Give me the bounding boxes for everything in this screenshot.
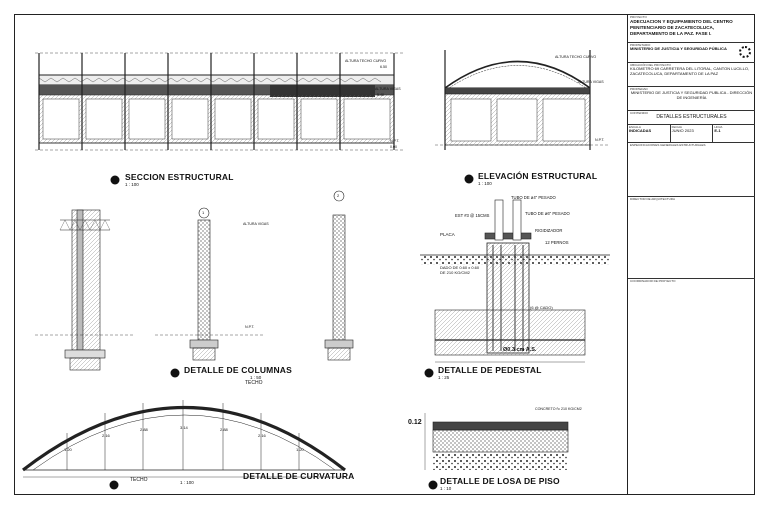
elev-techo-label: ALTURA TECHO CURVO	[555, 55, 597, 59]
detalle-curvatura-drawing	[22, 400, 346, 478]
elevacion-estructural-drawing	[435, 50, 610, 150]
column-c	[324, 190, 354, 361]
drawing-sheet: SECCION ESTRUCTURAL 1 : 100 ELEVACIÓN ES…	[14, 14, 755, 495]
tb-owner: PROPIETARIO MINISTERIO DE JUSTICIA Y SEG…	[628, 43, 755, 63]
losa-thickness: 0.12	[408, 419, 422, 426]
altura-vigas-label: ALTURA VIGAS	[375, 87, 401, 91]
elevacion-scale: 1 : 100	[478, 181, 492, 186]
pedestal-tubo6: TUBO DE ø6" PESADO	[525, 211, 570, 216]
npt-level: 0.00	[390, 145, 397, 149]
pedestal-est: EST #3 @ 15CMS	[455, 213, 490, 218]
pedestal-placa: PLACA	[440, 232, 455, 237]
seccion-estructural-drawing	[35, 52, 405, 151]
losa-scale: 1 : 10	[440, 486, 452, 491]
techo-curvo-label: ALTURA TECHO CURVO	[345, 59, 387, 63]
column-tag-2: 2	[337, 193, 340, 198]
curv-dim-6: 2.16	[258, 433, 266, 438]
curvatura-scale: 1 : 100	[180, 480, 194, 485]
tb-review: COORDINADOR DE PROYECTO	[630, 279, 676, 283]
tb-project-name: ADECUACION Y EQUIPAMIENTO DEL CENTRO PEN…	[630, 19, 733, 36]
npt-label: N.P.T.	[390, 139, 400, 143]
seccion-scale: 1 : 100	[125, 182, 139, 187]
pedestal-rigidizador: RIGIDIZADOR	[535, 228, 563, 233]
pedestal-pernos: 12 PERNOS	[545, 240, 569, 245]
logo-icon	[739, 46, 751, 58]
title-block: PROYECTO ADECUACION Y EQUIPAMIENTO DEL C…	[627, 15, 755, 494]
losa-note: CONCRETO f'c 210 KG/CM2	[535, 407, 582, 411]
columnas-title: DETALLE DE COLUMNAS	[184, 365, 292, 375]
tb-owner-name: MINISTERIO DE JUSTICIA Y SEGURIDAD PÚBLI…	[630, 46, 727, 52]
tb-location-text: KILOMETRO 69 CARRETERA DEL LITORAL, CANT…	[630, 66, 750, 77]
drawing-area: SECCION ESTRUCTURAL 1 : 100 ELEVACIÓN ES…	[15, 15, 623, 494]
tb-sheet: CONTENIDO DETALLES ESTRUCTURALES	[628, 111, 755, 125]
tb-project: PROYECTO ADECUACION Y EQUIPAMIENTO DEL C…	[628, 15, 755, 43]
columnas-scale: 1 : 50	[250, 375, 262, 380]
curv-dim-4: 3.14	[180, 425, 188, 430]
elevacion-title: ELEVACIÓN ESTRUCTURAL	[478, 171, 598, 181]
col-vigas-label: ALTURA VIGAS	[243, 222, 269, 226]
col-npt-label: N.P.T.	[245, 325, 255, 329]
column-b	[189, 207, 219, 361]
techo-curvo-level: 6.50	[380, 65, 387, 69]
col-techo-label: TECHO	[245, 380, 263, 386]
detalle-losa-drawing	[424, 413, 569, 470]
detalle-columnas-drawing	[35, 190, 354, 371]
structural-drawings	[22, 50, 610, 490]
curv-dim-2: 2.16	[102, 433, 110, 438]
elev-npt-label: N.P.T.	[595, 138, 605, 142]
curvatura-title: DETALLE DE CURVATURA	[243, 471, 355, 481]
tb-scale-cell: ESCALA INDICADAS	[628, 125, 671, 142]
tb-cells: ESCALA INDICADAS FECHA JUNIO 2023 HOJA E…	[628, 125, 755, 143]
curv-dim-1: 1.20	[64, 447, 72, 452]
seccion-title: SECCION ESTRUCTURAL	[125, 172, 234, 182]
column-tag-1: 1	[202, 210, 205, 215]
curv-dim-7: 1.20	[296, 447, 304, 452]
elev-vigas-label: ALTURA VIGAS	[578, 80, 604, 84]
losa-title: DETALLE DE LOSA DE PISO	[440, 476, 560, 486]
tb-sheet-cell: HOJA E-1	[714, 125, 723, 134]
pedestal-tubo4: TUBO DE ø4" PESADO	[511, 195, 556, 200]
tb-location: UBICACIÓN DEL PROYECTO KILOMETRO 69 CARR…	[628, 63, 755, 87]
tb-developer-text: MINISTERIO DE JUSTICIA Y SEGURIDAD PUBLI…	[630, 90, 753, 101]
curv-techo-label: TECHO	[130, 477, 148, 483]
curv-dim-3: 2.88	[140, 427, 148, 432]
column-a	[59, 209, 111, 371]
tb-sheet-text: DETALLES ESTRUCTURALES	[656, 114, 727, 121]
detalle-pedestal-drawing	[420, 199, 610, 363]
curv-dim-5: 2.88	[220, 427, 228, 432]
tb-developer: PROPIEDAD MINISTERIO DE JUSTICIA Y SEGUR…	[628, 87, 755, 111]
pedestal-dado: DADO DE 0.60 x 0.60 DE 210 KG/CM2	[440, 265, 480, 275]
pedestal-title: DETALLE DE PEDESTAL	[438, 365, 542, 375]
pedestal-scale: 1 : 25	[438, 375, 450, 380]
altura-vigas-level: 5.40	[377, 93, 384, 97]
pedestal-var: Ø0.3 cm A.S.	[503, 347, 537, 353]
tb-approval: DIRECTOR DE ARQUITECTURA	[628, 197, 755, 279]
tb-date-cell: FECHA JUNIO 2023	[671, 125, 714, 142]
tb-notes: ESPECIFICACIONES GENERALES ESTRUCTURALES	[628, 143, 755, 197]
pedestal-dimension: (6 @ CADO)	[530, 305, 553, 310]
